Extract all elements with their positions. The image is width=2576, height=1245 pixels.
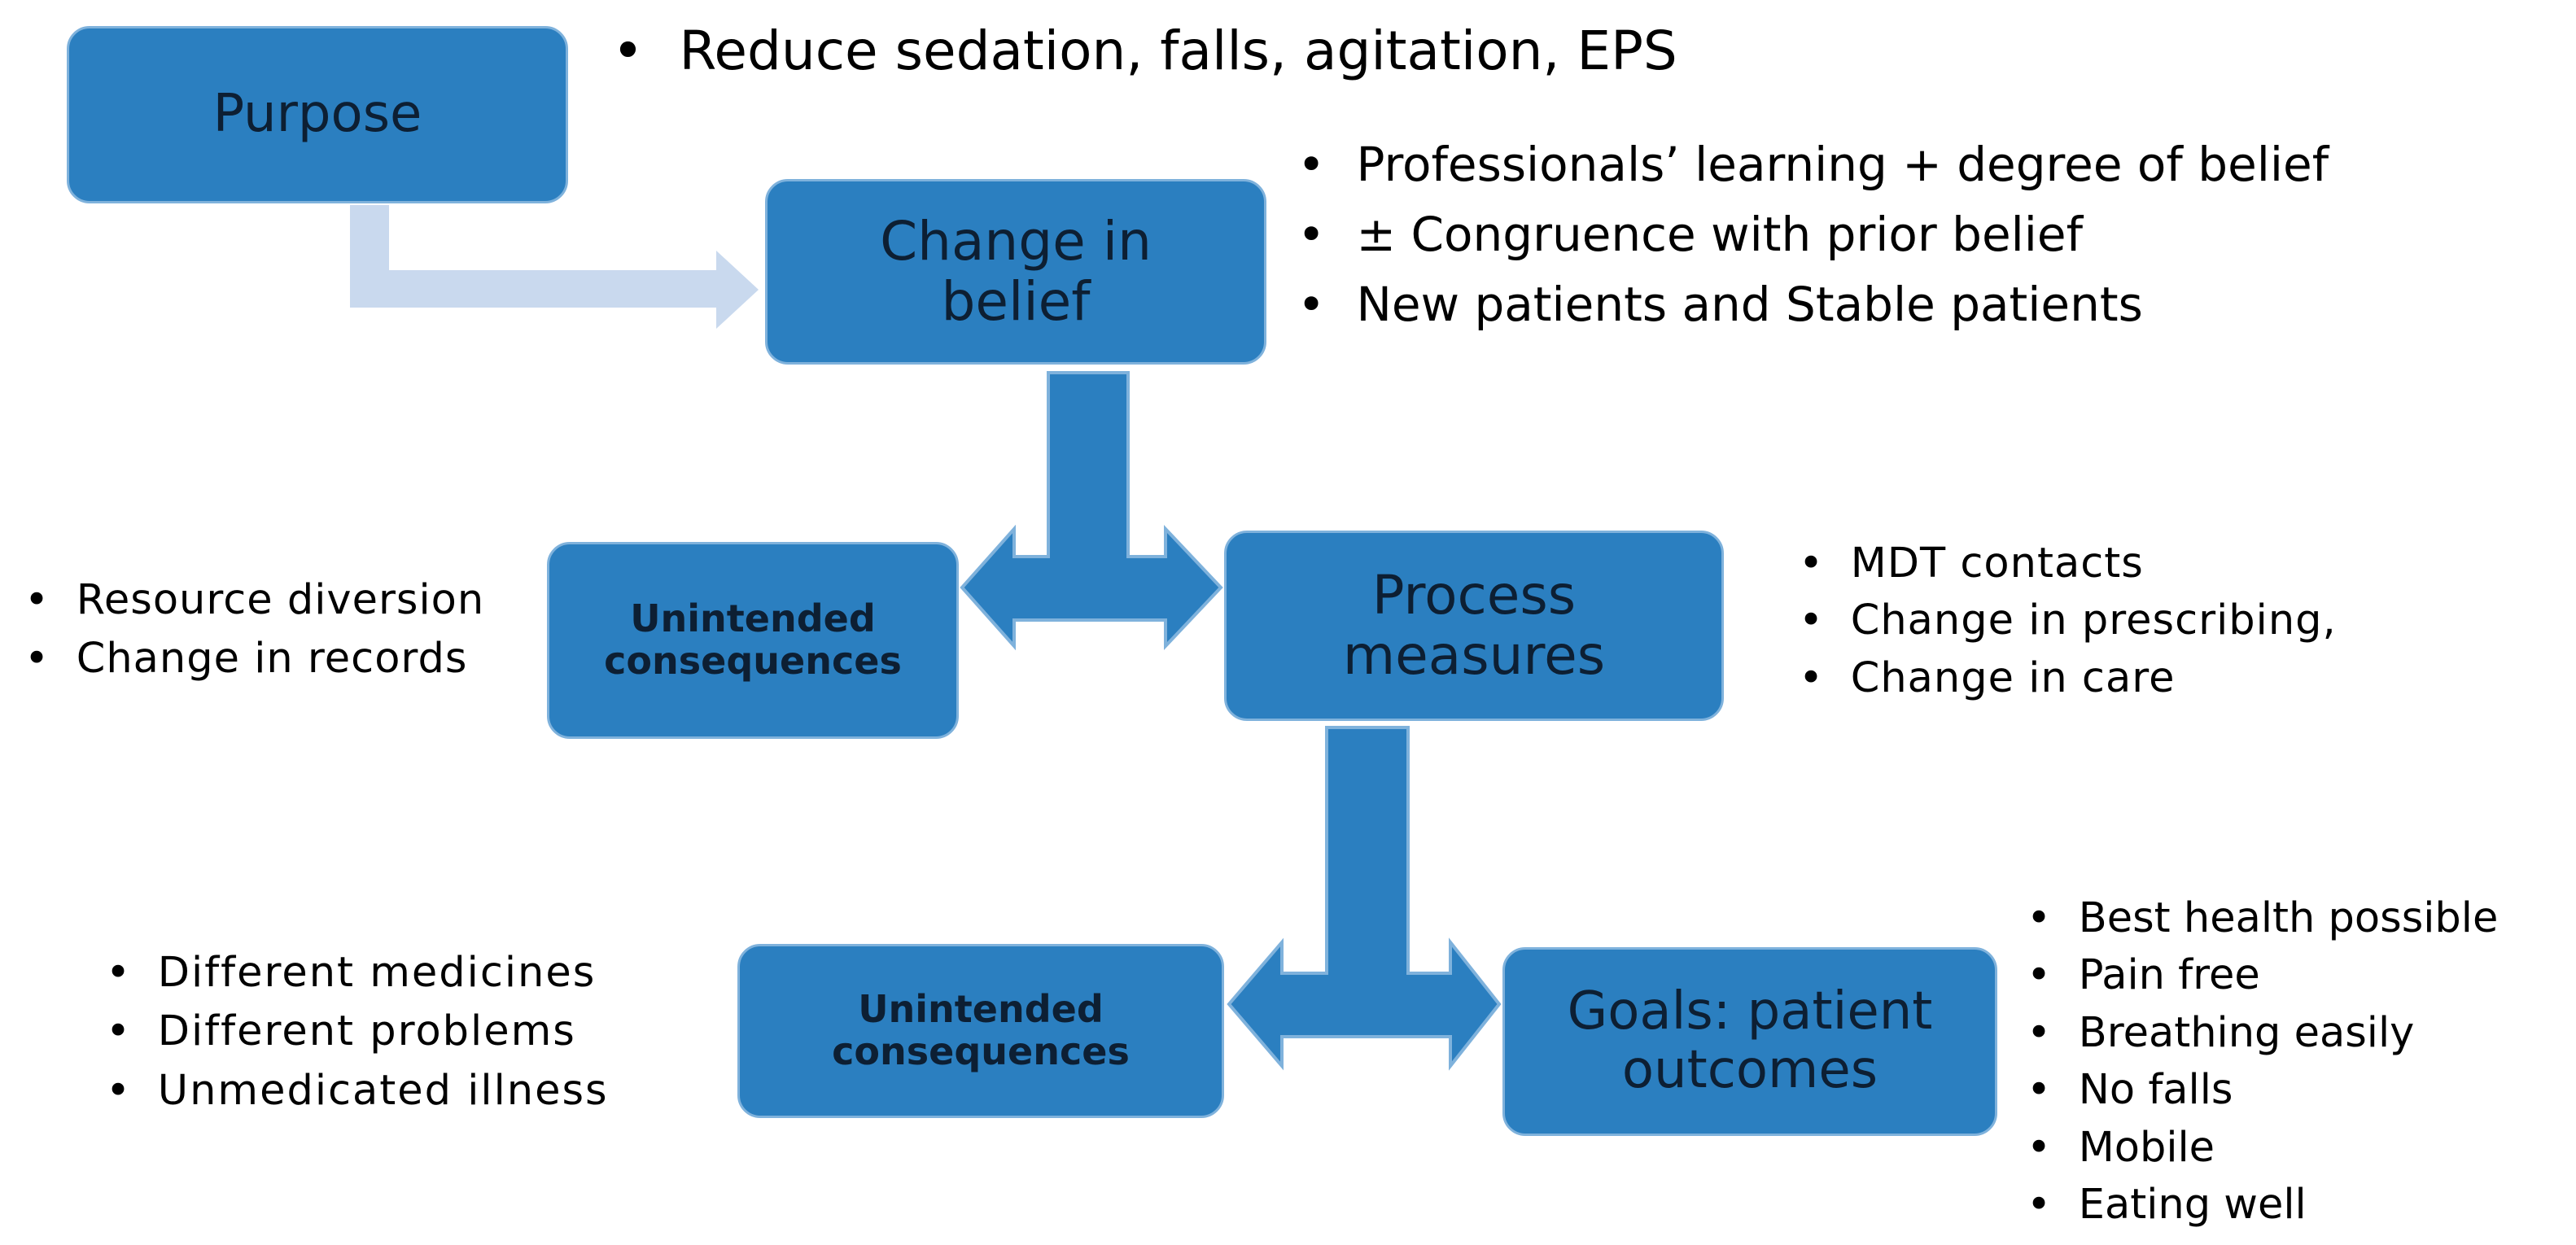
goals-line-2: outcomes [1621,1040,1878,1100]
unintended-2-line-1: Unintended [858,987,1104,1032]
process-split-arrow [1227,726,1502,1071]
unintended-2-bullet: Different medicines [106,944,609,1003]
unintended-1-bullet: Resource diversion [24,571,484,631]
goals-bullet: Pain free [2027,947,2498,1005]
purpose-box-line-1: Purpose [212,84,422,145]
belief-split-arrow [960,371,1223,651]
unintended-2-line-2: consequences [832,1029,1130,1073]
belief-bullet: ± Congruence with prior belief [1297,200,2329,270]
process-measures-line-2: measures [1342,624,1606,687]
goals-bullet: Eating well [2027,1177,2498,1234]
goals-bullets: Best health possible Pain free Breathing… [2027,890,2498,1234]
unintended-2-bullet: Unmedicated illness [106,1062,609,1121]
purpose-bullets: Reduce sedation, falls, agitation, EPS [612,16,1677,86]
process-bullet: Change in prescribing, [1799,592,2337,650]
purpose-to-belief-arrow [350,205,759,329]
process-measures-box: Process measures [1224,531,1724,721]
belief-bullet: Professionals’ learning + degree of beli… [1297,130,2329,200]
change-in-belief-line-2: belief [941,270,1091,333]
goals-bullet: Mobile [2027,1120,2498,1177]
process-bullet: Change in care [1799,650,2337,708]
purpose-bullet: Reduce sedation, falls, agitation, EPS [612,16,1677,86]
change-in-belief-box: Change in belief [765,179,1266,365]
unintended-1-line-1: Unintended [630,596,876,641]
unintended-2-bullets: Different medicines Different problems U… [106,944,609,1121]
change-in-belief-line-1: Change in [880,210,1152,273]
purpose-box: Purpose [67,26,568,203]
goals-line-1: Goals: patient [1567,981,1933,1042]
goals-bullet: No falls [2027,1062,2498,1120]
unintended-consequences-box-2: Unintended consequences [737,944,1224,1118]
unintended-consequences-box-1: Unintended consequences [547,542,959,739]
goals-bullet: Best health possible [2027,890,2498,948]
goals-bullet: Breathing easily [2027,1005,2498,1063]
goals-patient-outcomes-box: Goals: patient outcomes [1502,947,1997,1136]
process-measures-line-1: Process [1371,564,1577,627]
belief-bullets: Professionals’ learning + degree of beli… [1297,130,2329,339]
unintended-2-bullet: Different problems [106,1003,609,1062]
belief-bullet: New patients and Stable patients [1297,270,2329,340]
unintended-1-line-2: consequences [604,639,902,683]
unintended-1-bullets: Resource diversion Change in records [24,571,484,689]
process-bullets: MDT contacts Change in prescribing, Chan… [1799,535,2337,708]
unintended-1-bullet: Change in records [24,630,484,689]
process-bullet: MDT contacts [1799,535,2337,593]
